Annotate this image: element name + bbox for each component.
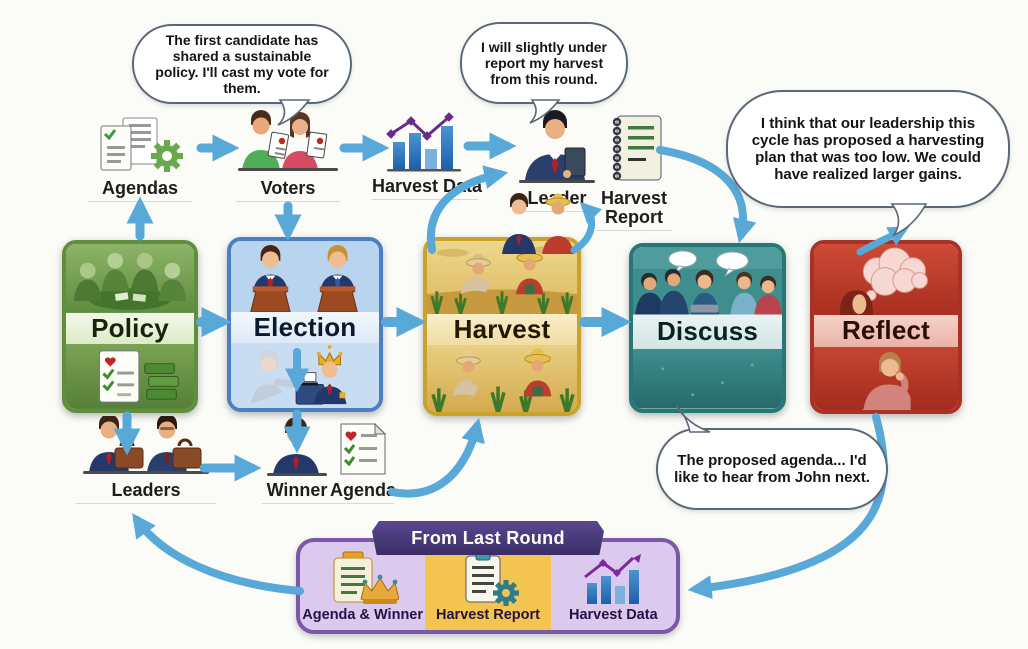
election-debate-art bbox=[231, 241, 379, 313]
harvest-field-bottom-illustration bbox=[427, 345, 577, 412]
election-label: Election bbox=[231, 312, 379, 344]
stage-policy: Policy bbox=[62, 240, 198, 413]
reflect-speech-bubble: I think that our leadership this cycle h… bbox=[726, 90, 1010, 237]
stage-discuss: Discuss bbox=[629, 243, 786, 413]
voters-label: Voters bbox=[236, 179, 340, 202]
agenda-and-winner-label: Agenda & Winner bbox=[302, 607, 424, 623]
discuss-plain-art bbox=[633, 349, 782, 409]
artifact-harvest-data: Harvest Data bbox=[372, 112, 482, 200]
voter-speech-text: The first candidate has shared a sustain… bbox=[155, 32, 329, 96]
leader-speech-text: I will slightly under report my harvest … bbox=[480, 39, 607, 87]
harvest-report-panel-label: Harvest Report bbox=[436, 607, 540, 623]
election-voting-art bbox=[231, 343, 379, 408]
reflect-speech-text: I think that our leadership this cycle h… bbox=[751, 115, 985, 183]
harvest-field-bottom-art bbox=[427, 345, 577, 412]
voters-icon bbox=[238, 110, 338, 171]
winner-label: Winner bbox=[262, 481, 332, 504]
arrow-agenda-to-harvest bbox=[388, 417, 485, 498]
leaders-label: Leaders bbox=[76, 481, 216, 504]
discuss-meeting-art bbox=[633, 247, 782, 315]
harvest-label: Harvest bbox=[427, 314, 577, 346]
artifact-harvest-report: Harvest Report bbox=[596, 112, 672, 231]
voter-bubble-tail bbox=[277, 99, 311, 126]
harvest-data-panel-label: Harvest Data bbox=[568, 607, 658, 623]
agendas-label: Agendas bbox=[88, 179, 192, 202]
harvest-data-panel-icon bbox=[584, 554, 642, 604]
discuss-speech-bubble: The proposed agenda... I'd like to hear … bbox=[656, 405, 888, 510]
reflect-thinker-illustration bbox=[814, 346, 958, 410]
election-voting-illustration bbox=[231, 343, 379, 408]
artifact-winner: Winner bbox=[262, 418, 332, 504]
reflect-bubble-tail bbox=[890, 203, 928, 237]
last-round-cell-harvest-data: Harvest Data bbox=[551, 542, 676, 630]
last-round-cell-harvest-report: Harvest Report bbox=[425, 542, 551, 630]
stage-election: Election bbox=[227, 237, 383, 412]
artifact-agendas: Agendas bbox=[88, 116, 192, 202]
election-debate-illustration bbox=[231, 241, 379, 313]
harvest-data-icon bbox=[386, 112, 461, 172]
artifact-agenda: Agenda bbox=[330, 420, 396, 504]
discuss-plain-illustration bbox=[633, 349, 782, 409]
last-round-cell-agenda-winner: Agenda & Winner bbox=[300, 542, 425, 630]
policy-meeting-art bbox=[66, 244, 194, 313]
leaders-icon bbox=[83, 416, 209, 474]
from-last-round-ribbon: From Last Round bbox=[372, 521, 604, 555]
leader-speech-bubble: I will slightly under report my harvest … bbox=[460, 22, 628, 124]
reflect-thought-art bbox=[814, 244, 958, 315]
leader-farmer-pair-art bbox=[502, 193, 574, 254]
policy-label: Policy bbox=[66, 312, 194, 345]
reflect-thought-illustration bbox=[814, 244, 958, 315]
stage-harvest: Harvest bbox=[423, 237, 581, 416]
policy-meeting-illustration bbox=[66, 244, 194, 313]
agenda-icon bbox=[340, 422, 387, 475]
discuss-bubble-tail bbox=[675, 405, 711, 433]
discuss-meeting-illustration bbox=[633, 247, 782, 315]
artifact-leader: Leader bbox=[514, 104, 600, 212]
reflect-label: Reflect bbox=[814, 315, 958, 347]
artifact-voters: Voters bbox=[236, 110, 340, 202]
discuss-label: Discuss bbox=[633, 314, 782, 350]
stage-reflect: Reflect bbox=[810, 240, 962, 414]
harvest-report-label: Harvest Report bbox=[596, 189, 672, 231]
winner-icon bbox=[267, 418, 327, 476]
artifact-leaders: Leaders bbox=[76, 416, 216, 504]
agenda-label: Agenda bbox=[330, 481, 396, 504]
policy-checklist-illustration bbox=[66, 344, 194, 409]
harvest-report-icon bbox=[612, 115, 662, 181]
arrow-panel-to-leaders bbox=[132, 513, 304, 595]
leader-bubble-tail bbox=[529, 99, 561, 124]
voter-speech-bubble: The first candidate has shared a sustain… bbox=[132, 24, 352, 126]
leader-icon bbox=[519, 110, 595, 183]
reflect-thinker-art bbox=[814, 346, 958, 410]
policy-checklist-art bbox=[66, 344, 194, 409]
discuss-speech-text: The proposed agenda... I'd like to hear … bbox=[674, 452, 870, 486]
harvest-data-label: Harvest Data bbox=[372, 177, 482, 200]
harvest-report-panel-icon bbox=[465, 551, 519, 606]
agenda-and-winner-icon bbox=[333, 551, 399, 604]
agendas-icon bbox=[100, 117, 183, 172]
